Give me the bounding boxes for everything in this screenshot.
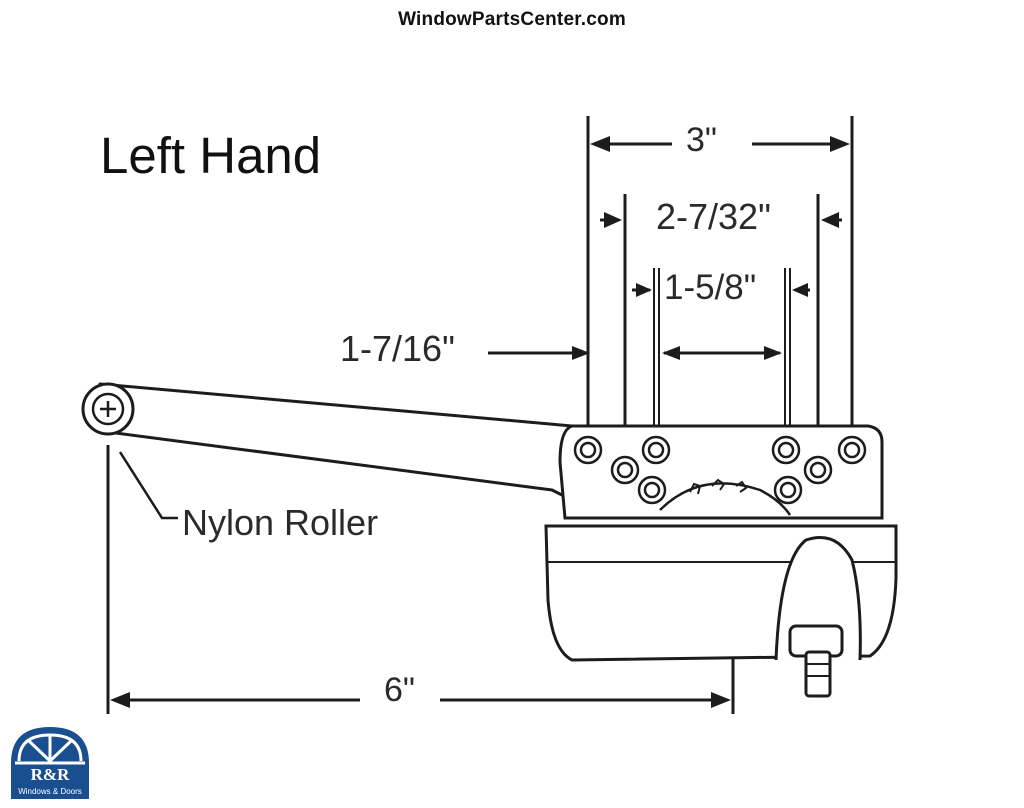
screw-hole bbox=[641, 435, 671, 465]
screw-hole bbox=[773, 475, 803, 505]
screw-hole bbox=[637, 475, 667, 505]
rr-logo bbox=[11, 727, 89, 799]
operator-arm bbox=[81, 382, 574, 502]
diagram-title: Left Hand bbox=[100, 127, 322, 184]
site-title: WindowParts​Center.com bbox=[398, 9, 626, 30]
screw-holes bbox=[573, 435, 867, 505]
screw-hole bbox=[837, 435, 867, 465]
logo-mark: R&R bbox=[30, 765, 70, 784]
screw-hole bbox=[771, 435, 801, 465]
dimension-label-6in: 6" bbox=[378, 671, 421, 710]
dimension-label-3in: 3" bbox=[680, 121, 723, 160]
screw-hole bbox=[573, 435, 603, 465]
dimension-label-1-5-8in: 1-5/8" bbox=[662, 268, 759, 308]
dimension-label-2-7-32in: 2-7/32" bbox=[652, 196, 775, 238]
logo-tagline: Windows & Doors bbox=[18, 787, 82, 796]
nylon-roller-label: Nylon Roller bbox=[182, 502, 379, 543]
operator-housing bbox=[544, 524, 898, 698]
arrowheads bbox=[110, 136, 850, 708]
dimension-label-1-7-16in: 1-7/16" bbox=[340, 328, 455, 369]
leader-line bbox=[118, 451, 178, 520]
base-plate bbox=[558, 424, 884, 520]
screw-hole bbox=[610, 455, 640, 485]
screw-hole bbox=[803, 455, 833, 485]
